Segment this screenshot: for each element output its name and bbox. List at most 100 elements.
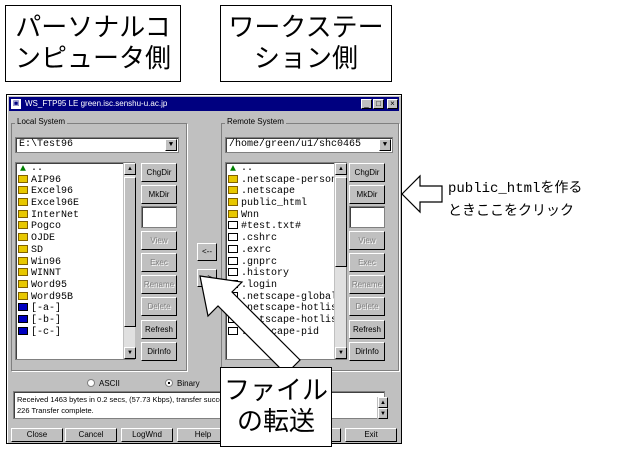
delete-button[interactable]: Delete <box>349 297 385 316</box>
blank-field[interactable] <box>141 206 177 228</box>
list-item[interactable]: ▲.. <box>16 163 134 175</box>
list-item[interactable]: Excel96 <box>16 186 134 198</box>
file-name: Wnn <box>241 209 260 221</box>
close-window-button[interactable]: × <box>387 99 398 109</box>
file-name: [-c-] <box>31 326 62 338</box>
help-button[interactable]: Help <box>177 428 229 442</box>
close-button[interactable]: Close <box>11 428 63 442</box>
list-item[interactable]: Pogco <box>16 221 134 233</box>
mkdir-button[interactable]: MkDir <box>349 185 385 204</box>
title-bar[interactable]: ▣ WS_FTP95 LE green.isc.senshu-u.ac.jp _… <box>9 97 399 111</box>
list-item[interactable]: .exrc <box>226 244 346 257</box>
file-icon <box>228 221 238 230</box>
pointer-arrow-icon <box>401 174 443 214</box>
folder-icon <box>228 198 238 207</box>
app-icon: ▣ <box>11 99 21 109</box>
scroll-up-icon[interactable]: ▲ <box>378 397 388 408</box>
delete-button[interactable]: Delete <box>141 297 177 316</box>
rename-button[interactable]: Rename <box>349 275 385 294</box>
scroll-thumb[interactable] <box>335 177 347 267</box>
file-name: .exrc <box>241 244 272 256</box>
remote-scrollbar[interactable]: ▲ ▼ <box>334 163 347 359</box>
view-button[interactable]: View <box>349 231 385 250</box>
maximize-button[interactable]: □ <box>373 99 384 109</box>
list-item[interactable]: .netscape <box>226 186 346 198</box>
list-item[interactable]: [-c-] <box>16 326 134 339</box>
remote-path-combo[interactable]: /home/green/u1/shc0465 ▼ <box>225 137 393 153</box>
refresh-button[interactable]: Refresh <box>349 320 385 339</box>
file-name: SD <box>31 244 44 256</box>
list-item[interactable]: ▲.. <box>226 163 346 175</box>
local-scrollbar[interactable]: ▲ ▼ <box>123 163 136 359</box>
list-item[interactable]: .netscape-person <box>226 174 346 187</box>
scroll-down-icon[interactable]: ▼ <box>378 408 388 419</box>
rename-button[interactable]: Rename <box>141 275 177 294</box>
exec-button[interactable]: Exec <box>349 253 385 272</box>
folder-icon <box>18 209 28 218</box>
list-item[interactable]: Excel96E <box>16 198 134 210</box>
dirinfo-button[interactable]: DirInfo <box>349 342 385 361</box>
list-item[interactable]: SD <box>16 244 134 257</box>
refresh-button[interactable]: Refresh <box>141 320 177 339</box>
file-transfer-callout: ファイル の転送 <box>220 367 332 447</box>
list-item[interactable]: #test.txt# <box>226 221 346 233</box>
file-name: Win96 <box>31 256 62 268</box>
folder-icon <box>18 279 28 288</box>
chevron-down-icon[interactable]: ▼ <box>165 139 177 151</box>
radio-selected-icon <box>165 379 173 387</box>
minimize-button[interactable]: _ <box>361 99 372 109</box>
mode-binary-radio[interactable]: Binary <box>165 379 200 388</box>
chgdir-button[interactable]: ChgDir <box>141 163 177 182</box>
list-item[interactable]: public_html <box>226 198 346 210</box>
window-title: WS_FTP95 LE green.isc.senshu-u.ac.jp <box>25 99 168 108</box>
local-path-combo[interactable]: E:\Test96 ▼ <box>15 137 179 153</box>
file-name: .. <box>241 163 254 174</box>
log-scrollbar[interactable]: ▲ ▼ <box>377 397 388 419</box>
chgdir-button[interactable]: ChgDir <box>349 163 385 182</box>
local-system-label: Local System <box>15 117 68 126</box>
exec-button[interactable]: Exec <box>141 253 177 272</box>
mode-ascii-radio[interactable]: ASCII <box>87 379 120 388</box>
remote-path-value: /home/green/u1/shc0465 <box>229 139 362 150</box>
file-name: .netscape-pid <box>241 326 320 338</box>
cancel-button[interactable]: Cancel <box>65 428 117 442</box>
callout-line: パーソナルコ <box>15 12 171 43</box>
drive-icon <box>18 326 28 335</box>
file-name: .history <box>241 268 290 280</box>
mkdir-button[interactable]: MkDir <box>141 185 177 204</box>
chevron-down-icon[interactable]: ▼ <box>379 139 391 151</box>
view-button[interactable]: View <box>141 231 177 250</box>
blank-field[interactable] <box>349 206 385 228</box>
list-item[interactable]: OJDE <box>16 233 134 245</box>
scroll-down-icon[interactable]: ▼ <box>124 347 136 359</box>
folder-icon <box>18 233 28 242</box>
list-item[interactable]: WINNT <box>16 268 134 280</box>
list-item[interactable]: AIP96 <box>16 174 134 187</box>
folder-icon <box>228 209 238 218</box>
ftp-window: ▣ WS_FTP95 LE green.isc.senshu-u.ac.jp _… <box>6 94 402 444</box>
scroll-down-icon[interactable]: ▼ <box>335 347 347 359</box>
list-item[interactable]: .history <box>226 268 346 280</box>
scroll-up-icon[interactable]: ▲ <box>124 163 136 175</box>
list-item[interactable]: Win96 <box>16 256 134 269</box>
dirinfo-button[interactable]: DirInfo <box>141 342 177 361</box>
list-item[interactable]: Word95B <box>16 291 134 304</box>
list-item[interactable]: .cshrc <box>226 233 346 245</box>
list-item[interactable]: InterNet <box>16 209 134 222</box>
list-item[interactable]: Wnn <box>226 209 346 222</box>
list-item[interactable]: [-b-] <box>16 314 134 327</box>
scroll-thumb[interactable] <box>124 177 136 327</box>
list-item[interactable]: [-a-] <box>16 303 134 315</box>
logwnd-button[interactable]: LogWnd <box>121 428 173 442</box>
transfer-to-local-button[interactable]: <-- <box>197 243 217 261</box>
list-item[interactable]: .netscape-pid <box>226 326 346 339</box>
list-item[interactable]: Word95 <box>16 279 134 292</box>
exit-button[interactable]: Exit <box>345 428 397 442</box>
list-item[interactable]: .gnprc <box>226 256 346 269</box>
folder-icon <box>18 244 28 253</box>
scroll-up-icon[interactable]: ▲ <box>335 163 347 175</box>
file-name: WINNT <box>31 268 62 280</box>
folder-icon <box>18 198 28 207</box>
